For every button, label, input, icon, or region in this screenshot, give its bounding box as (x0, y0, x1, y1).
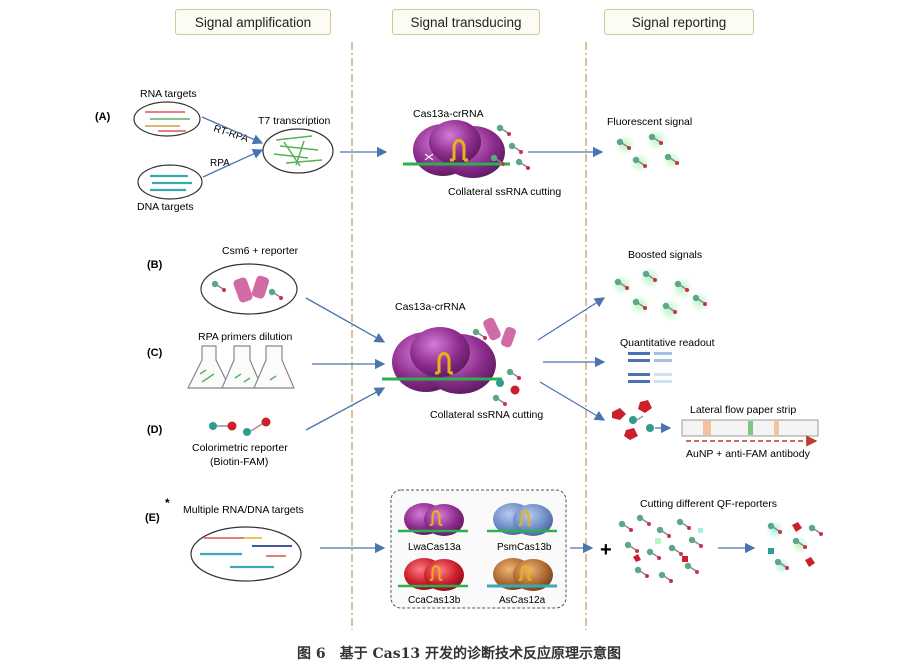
row-b-letter: (B) (147, 259, 163, 271)
diagram-canvas: (A) RNA targets RT-RPA DNA targets RPA T… (95, 42, 824, 630)
bcd-released-reporters (472, 317, 522, 407)
lateral-flow-label: Lateral flow paper strip (690, 404, 796, 416)
qf-reporters-before (618, 514, 704, 584)
arrow-b-to-complex (305, 297, 386, 343)
cas13a-complex-a (403, 120, 510, 178)
t7-ellipse (262, 128, 334, 174)
csm6-reporter-label: Csm6 + reporter (222, 245, 299, 257)
qf-reporters-label: Cutting different QF-reporters (640, 498, 777, 510)
fluorescent-signal-label: Fluorescent signal (607, 116, 692, 128)
enzyme-label-lwacas13a: LwaCas13a (408, 542, 461, 553)
cas13a-complex-bcd (382, 327, 502, 394)
psmcas13b-enzyme (487, 503, 557, 536)
enzyme-label-psmcas13b: PsmCas13b (497, 542, 552, 553)
ascas12a-enzyme (487, 558, 557, 591)
lateral-flow-strip (681, 419, 819, 447)
row-e-star: * (165, 496, 170, 510)
t7-strands (273, 135, 323, 167)
qf-reporters-after (766, 521, 824, 574)
header-signal-transducing: Signal transducing (392, 9, 540, 35)
fluorescent-signal-cluster (615, 129, 681, 173)
dna-targets-label: DNA targets (137, 201, 194, 213)
arrow-complex-to-boosted (537, 297, 606, 341)
rpa-label: RPA (210, 158, 230, 169)
t7-transcription-label: T7 transcription (258, 115, 331, 127)
arrow-rna-to-t7 (201, 116, 264, 145)
enzyme-label-ascas12a: AsCas12a (499, 595, 546, 606)
row-a-complex-label: Cas13a-crRNA (413, 108, 484, 120)
multiple-targets-label: Multiple RNA/DNA targets (183, 504, 304, 516)
aunp-antibody-cluster (612, 400, 672, 440)
csm6-proteins (211, 275, 284, 303)
row-d-letter: (D) (147, 424, 163, 436)
aunp-antibody-label: AuNP + anti-FAM antibody (686, 448, 811, 460)
quantitative-readout-label: Quantitative readout (620, 337, 715, 349)
figure-caption: 图 6 基于 Cas13 开发的诊断技术反应原理示意图 (297, 646, 621, 662)
arrow-complex-to-lateral (539, 381, 606, 421)
boosted-signals-label: Boosted signals (628, 249, 702, 261)
boosted-signals-cluster (612, 267, 710, 321)
row-e-letter: (E) (145, 512, 160, 524)
plus-sign: + (600, 539, 612, 561)
rna-strands (145, 111, 190, 132)
arrow-dna-to-t7 (202, 149, 264, 178)
header-signal-reporting: Signal reporting (604, 9, 754, 35)
arrow-d-to-complex (305, 387, 386, 431)
header-signal-amplification: Signal amplification (175, 9, 331, 35)
row-c-letter: (C) (147, 347, 163, 359)
colorimetric-reporter-molecules (209, 417, 271, 436)
rna-targets-label: RNA targets (140, 88, 197, 100)
lwacas13a-enzyme (398, 503, 468, 536)
ccacas13b-enzyme (398, 558, 468, 591)
row-a-letter: (A) (95, 111, 111, 123)
biotin-fam-label: (Biotin-FAM) (210, 456, 268, 468)
row-a-collateral-label: Collateral ssRNA cutting (448, 186, 561, 198)
colorimetric-reporter-label: Colorimetric reporter (192, 442, 288, 454)
dna-strands (150, 174, 192, 192)
bcd-collateral-label: Collateral ssRNA cutting (430, 409, 543, 421)
multiple-targets-strands (200, 537, 292, 569)
enzyme-label-ccacas13b: CcaCas13b (408, 595, 461, 606)
rt-rpa-label: RT-RPA (212, 123, 250, 145)
quantitative-readout-bars (628, 352, 672, 383)
rpa-primers-label: RPA primers dilution (198, 331, 293, 343)
bcd-complex-label: Cas13a-crRNA (395, 301, 466, 313)
dilution-flasks (187, 345, 295, 389)
